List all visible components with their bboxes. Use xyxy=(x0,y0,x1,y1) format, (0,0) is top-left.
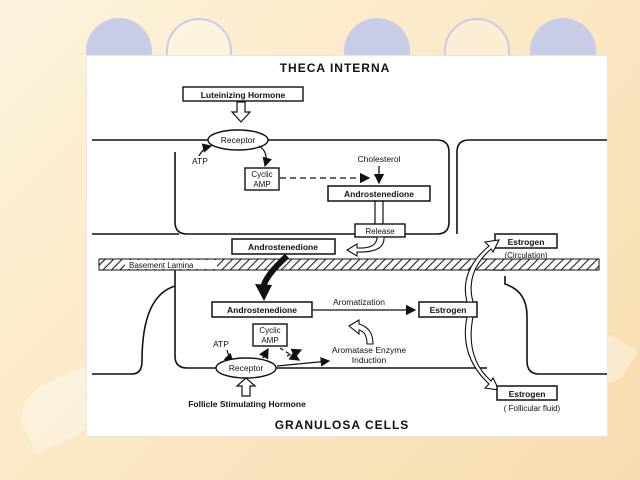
circulation-label: (Circulation) xyxy=(504,251,547,260)
estrogen-follicular-label: Estrogen xyxy=(509,389,546,399)
lh-box xyxy=(182,86,304,102)
andro-transfer-arrowhead xyxy=(255,284,272,301)
estrogen-circulation-label: Estrogen xyxy=(508,237,545,247)
camp-top-label-2: AMP xyxy=(253,180,270,189)
theca-interna-title: THECA INTERNA xyxy=(280,61,391,75)
camp-bottom-box xyxy=(252,323,288,347)
basement-label-bg xyxy=(125,260,217,269)
estrogen-granulosa-label: Estrogen xyxy=(430,305,467,315)
lh-label: Luteinizing Hormone xyxy=(201,90,286,100)
receptor-to-camp-line xyxy=(258,145,272,168)
estrogen-to-follicular-arrow xyxy=(464,316,500,391)
estrogen-granulosa-box xyxy=(418,301,478,318)
camp-bottom-label-2: AMP xyxy=(261,336,278,345)
basement-lamina-band xyxy=(98,258,600,271)
andro-theca-label: Androstenedione xyxy=(344,189,414,199)
aromatization-label: Aromatization xyxy=(333,297,385,307)
atp-top-arrow xyxy=(198,143,213,157)
receptor-bottom-label: Receptor xyxy=(229,363,264,373)
estrogen-follicular-box xyxy=(496,385,558,401)
aromatase-to-aromatization-arrow xyxy=(348,319,374,345)
fsh-to-receptor-arrow xyxy=(235,377,257,397)
cholesterol-label: Cholesterol xyxy=(358,154,401,164)
receptor-to-aromatase-dashed-2 xyxy=(286,348,303,359)
receptor-to-aromatase-dashed-1 xyxy=(279,347,301,361)
release-label: Release xyxy=(365,227,395,236)
camp-top-label-1: Cyclic xyxy=(251,170,272,179)
release-to-andro-arrow xyxy=(345,236,385,257)
andro-to-release-connector xyxy=(374,201,384,226)
follicular-fluid-label: ( Follicular fluid) xyxy=(504,404,561,413)
andro-mid-label: Androstenedione xyxy=(248,242,318,252)
basement-lamina-label: Basement Lamina xyxy=(129,261,194,270)
receptor-top-oval xyxy=(207,129,269,151)
andro-granulosa-box xyxy=(211,301,313,318)
andro-mid-box xyxy=(231,238,336,255)
camp-top-box xyxy=(244,167,280,191)
diagram-panel: THECA INTERNA GRANULOSA CELLS Basement L… xyxy=(87,56,607,436)
granulosa-cells-title: GRANULOSA CELLS xyxy=(275,418,410,432)
atp-bottom-label: ATP xyxy=(213,339,229,349)
camp-bottom-label-1: Cyclic xyxy=(259,326,280,335)
lh-to-receptor-arrow xyxy=(230,101,252,123)
aromatase-label-1: Aromatase Enzyme xyxy=(332,345,406,355)
receptor-to-aromatase-arrow xyxy=(276,357,331,367)
aromatase-label-2: Induction xyxy=(352,355,387,365)
atp-top-label: ATP xyxy=(192,156,208,166)
receptor-top-label: Receptor xyxy=(221,135,256,145)
theca-granulosa-diagram: THECA INTERNA GRANULOSA CELLS Basement L… xyxy=(92,61,607,432)
receptor-to-camp-bottom-arrow xyxy=(259,347,269,360)
granulosa-cell-outlines xyxy=(92,265,607,375)
andro-granulosa-label: Androstenedione xyxy=(227,305,297,315)
andro-theca-box xyxy=(327,185,431,202)
theca-cell-outlines xyxy=(92,139,607,235)
fsh-label: Follicle Stimulating Hormone xyxy=(188,399,306,409)
estrogen-to-circulation-arrow xyxy=(464,239,500,303)
